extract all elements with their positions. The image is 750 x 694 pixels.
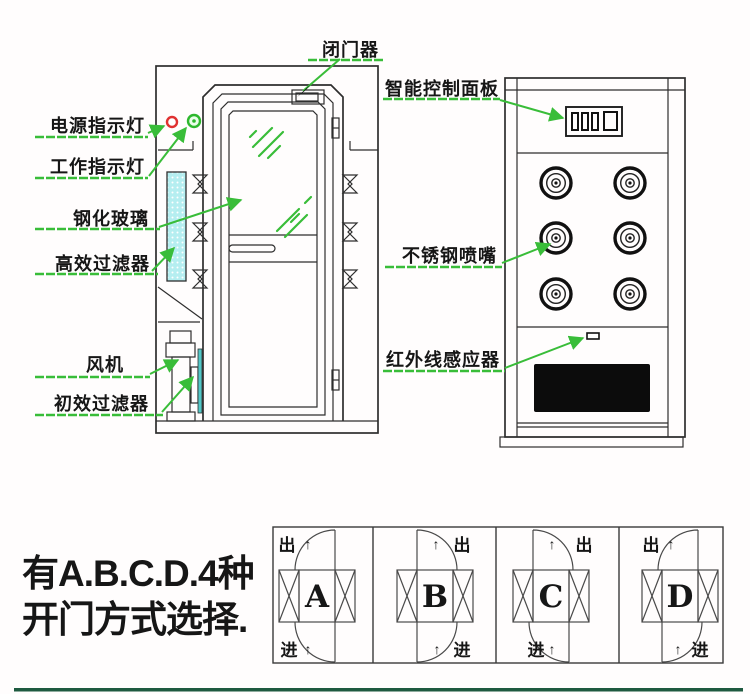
primary-filter-strip xyxy=(190,366,199,404)
exit-label: 出 xyxy=(279,535,296,555)
control-panel-display xyxy=(565,106,623,137)
glass-hatch-marks xyxy=(248,126,313,239)
nozzle-icon xyxy=(539,166,573,200)
enter-label: 进 xyxy=(528,641,545,660)
front-view xyxy=(155,65,379,434)
label-fan: 风机 xyxy=(86,355,124,375)
panel-view xyxy=(499,77,686,448)
work-indicator-light-icon xyxy=(186,113,202,129)
cabinet-outline xyxy=(155,65,379,434)
power-indicator-light-icon xyxy=(165,115,179,129)
label-door-closer: 闭门器 xyxy=(322,39,379,60)
nozzle-icon xyxy=(613,277,647,311)
up-arrow-icon: ↑ xyxy=(305,536,312,552)
label-ir-sensor: 红外线感应器 xyxy=(386,349,500,370)
up-arrow-icon: ↑ xyxy=(675,641,682,657)
door-frame-outer xyxy=(202,84,344,421)
door-options-table xyxy=(272,526,724,664)
door-option-b: B ↑ 出 ↑ 进 xyxy=(396,529,474,663)
exit-label: 出 xyxy=(576,535,593,555)
door-options-section: 有A.B.C.D.4种 开门方式选择. A 出 ↑ 进 ↑ B ↑ xyxy=(22,526,724,664)
footer-divider-bar xyxy=(14,688,743,692)
label-nozzle: 不锈钢喷嘴 xyxy=(402,245,497,266)
nozzle-icon xyxy=(613,166,647,200)
ir-sensor-icon xyxy=(586,332,600,340)
hepa-filter-strip xyxy=(166,171,187,282)
door-closer xyxy=(291,89,325,105)
label-work-light: 工作指示灯 xyxy=(50,156,145,177)
door-options-heading-line1: 有A.B.C.D.4种 xyxy=(22,553,254,594)
up-arrow-icon: ↑ xyxy=(434,641,441,657)
hinge-brackets xyxy=(191,174,359,289)
up-arrow-icon: ↑ xyxy=(549,641,556,657)
panel-plinth xyxy=(499,436,684,448)
up-arrow-icon: ↑ xyxy=(305,641,312,657)
callout-labels: 闭门器 智能控制面板 电源指示灯 工作指示灯 钢化玻璃 高效过滤器 不锈钢喷嘴 … xyxy=(50,39,500,414)
nozzles xyxy=(539,166,647,311)
door-option-a: A 出 ↑ 进 ↑ xyxy=(278,529,356,663)
door-option-letter: D xyxy=(667,579,694,615)
door-slab xyxy=(220,101,326,416)
door-option-d: D 出 ↑ ↑ 进 xyxy=(641,529,719,663)
enter-label: 进 xyxy=(454,641,471,660)
up-arrow-icon: ↑ xyxy=(549,536,556,552)
door-hinge-plates xyxy=(331,117,340,391)
enter-label: 进 xyxy=(692,641,709,660)
door-option-c: C ↑ 出 进 ↑ xyxy=(512,529,593,663)
door-options-heading-line2: 开门方式选择. xyxy=(22,599,247,640)
label-power-light: 电源指示灯 xyxy=(50,115,145,136)
label-primary-filter: 初效过滤器 xyxy=(54,393,149,414)
exit-label: 出 xyxy=(643,535,660,555)
door-option-letter: C xyxy=(539,579,564,615)
fan-assembly xyxy=(157,286,203,422)
exit-label: 出 xyxy=(454,535,471,555)
door-handle xyxy=(228,244,276,253)
label-underlines xyxy=(35,58,505,417)
up-arrow-icon: ↑ xyxy=(433,536,440,552)
label-hepa-filter: 高效过滤器 xyxy=(55,253,150,274)
nozzle-icon xyxy=(539,221,573,255)
up-arrow-icon: ↑ xyxy=(668,536,675,552)
door-option-letter: A xyxy=(304,579,330,615)
door-option-letter: B xyxy=(422,579,448,615)
door-glass xyxy=(228,110,318,408)
leader-lines xyxy=(147,58,585,413)
label-tempered-glass: 钢化玻璃 xyxy=(73,208,149,229)
label-control-panel: 智能控制面板 xyxy=(385,78,499,99)
enter-label: 进 xyxy=(281,641,298,660)
nozzle-icon xyxy=(539,277,573,311)
door-closer-arrowhead xyxy=(297,83,312,97)
nozzle-icon xyxy=(613,221,647,255)
air-grille xyxy=(534,364,650,412)
